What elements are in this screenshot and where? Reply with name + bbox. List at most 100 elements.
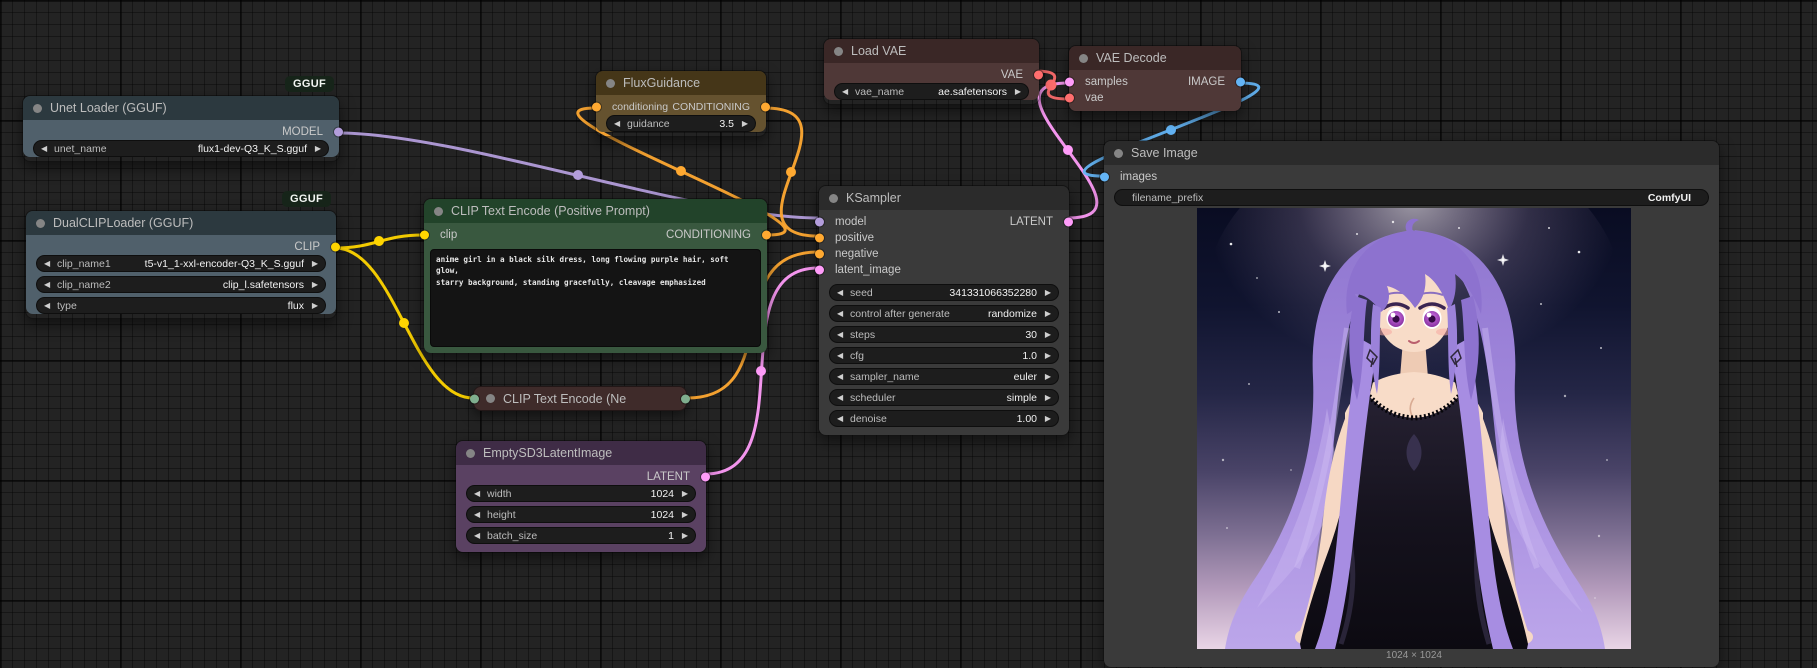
link-midpoint-dot[interactable] bbox=[1063, 145, 1073, 155]
decrement-arrow-icon[interactable] bbox=[41, 145, 50, 153]
output-port-latent[interactable] bbox=[701, 472, 710, 482]
input-port-negative[interactable] bbox=[815, 249, 824, 259]
widget-scheduler[interactable]: scheduler simple bbox=[829, 389, 1059, 406]
output-port-conditioning[interactable] bbox=[762, 230, 771, 240]
node-dual-clip-loader[interactable]: GGUF DualCLIPLoader (GGUF) CLIP clip_nam… bbox=[25, 191, 340, 319]
output-port-clip[interactable] bbox=[331, 242, 340, 252]
node-unet-loader[interactable]: GGUF Unet Loader (GGUF) MODEL unet_name … bbox=[22, 76, 343, 162]
node-header[interactable]: CLIP Text Encode (Positive Prompt) bbox=[424, 199, 767, 223]
increment-arrow-icon[interactable] bbox=[1042, 352, 1051, 360]
output-port-model[interactable] bbox=[334, 127, 343, 137]
link-midpoint-dot[interactable] bbox=[374, 236, 384, 246]
increment-arrow-icon[interactable] bbox=[739, 120, 748, 128]
link-midpoint-dot[interactable] bbox=[756, 366, 766, 376]
decrement-arrow-icon[interactable] bbox=[837, 289, 846, 297]
input-port-samples[interactable] bbox=[1065, 77, 1074, 87]
widget-control-after-generate[interactable]: control after generate randomize bbox=[829, 305, 1059, 322]
collapse-icon[interactable] bbox=[1079, 53, 1088, 63]
increment-arrow-icon[interactable] bbox=[679, 490, 688, 498]
node-header[interactable]: DualCLIPLoader (GGUF) bbox=[26, 211, 336, 235]
node-save-image[interactable]: Save Image images filename_prefix ComfyU… bbox=[1100, 133, 1720, 667]
decrement-arrow-icon[interactable] bbox=[474, 511, 483, 519]
output-port-conditioning[interactable] bbox=[761, 102, 770, 112]
node-header[interactable]: Unet Loader (GGUF) bbox=[23, 96, 339, 120]
decrement-arrow-icon[interactable] bbox=[474, 532, 483, 540]
widget-unet-name[interactable]: unet_name flux1-dev-Q3_K_S.gguf bbox=[33, 140, 329, 157]
link-midpoint-dot[interactable] bbox=[1166, 125, 1176, 135]
widget-cfg[interactable]: cfg 1.0 bbox=[829, 347, 1059, 364]
input-port-images[interactable] bbox=[1100, 172, 1109, 182]
node-flux-guidance[interactable]: FluxGuidance conditioning CONDITIONING g… bbox=[592, 70, 770, 137]
widget-batch-size[interactable]: batch_size 1 bbox=[466, 527, 696, 544]
collapse-icon[interactable] bbox=[829, 193, 838, 203]
decrement-arrow-icon[interactable] bbox=[44, 260, 53, 268]
collapse-icon[interactable] bbox=[434, 206, 443, 216]
link-midpoint-dot[interactable] bbox=[399, 318, 409, 328]
input-port-latent-image[interactable] bbox=[815, 265, 824, 275]
collapse-icon[interactable] bbox=[606, 78, 615, 88]
increment-arrow-icon[interactable] bbox=[679, 532, 688, 540]
prompt-textarea[interactable]: anime girl in a black silk dress, long f… bbox=[430, 249, 761, 347]
increment-arrow-icon[interactable] bbox=[309, 281, 318, 289]
collapse-icon[interactable] bbox=[33, 103, 42, 113]
increment-arrow-icon[interactable] bbox=[309, 260, 318, 268]
widget-denoise[interactable]: denoise 1.00 bbox=[829, 410, 1059, 427]
widget-guidance[interactable]: guidance 3.5 bbox=[606, 115, 756, 132]
increment-arrow-icon[interactable] bbox=[1012, 88, 1021, 96]
decrement-arrow-icon[interactable] bbox=[614, 120, 623, 128]
increment-arrow-icon[interactable] bbox=[1042, 373, 1051, 381]
widget-type[interactable]: type flux bbox=[36, 297, 326, 314]
increment-arrow-icon[interactable] bbox=[1042, 415, 1051, 423]
link-midpoint-dot[interactable] bbox=[676, 166, 686, 176]
decrement-arrow-icon[interactable] bbox=[837, 331, 846, 339]
input-port-vae[interactable] bbox=[1065, 93, 1074, 103]
node-header[interactable]: FluxGuidance bbox=[596, 71, 766, 95]
decrement-arrow-icon[interactable] bbox=[837, 352, 846, 360]
link-midpoint-dot[interactable] bbox=[573, 170, 583, 180]
collapse-icon[interactable] bbox=[466, 448, 475, 458]
widget-width[interactable]: width 1024 bbox=[466, 485, 696, 502]
node-empty-sd3-latent-image[interactable]: EmptySD3LatentImage LATENT width 1024 he… bbox=[455, 440, 710, 553]
node-vae-decode[interactable]: VAE Decode samples IMAGE vae bbox=[1065, 45, 1245, 112]
collapse-icon[interactable] bbox=[486, 394, 495, 403]
output-port-image[interactable] bbox=[1236, 77, 1245, 87]
widget-sampler-name[interactable]: sampler_name euler bbox=[829, 368, 1059, 385]
collapse-icon[interactable] bbox=[834, 46, 843, 56]
node-header[interactable]: VAE Decode bbox=[1069, 46, 1241, 70]
decrement-arrow-icon[interactable] bbox=[837, 394, 846, 402]
increment-arrow-icon[interactable] bbox=[1042, 331, 1051, 339]
increment-arrow-icon[interactable] bbox=[312, 145, 321, 153]
widget-clip-name1[interactable]: clip_name1 t5-v1_1-xxl-encoder-Q3_K_S.gg… bbox=[36, 255, 326, 272]
collapse-icon[interactable] bbox=[1114, 148, 1123, 158]
generated-image-preview[interactable] bbox=[1197, 133, 1631, 649]
decrement-arrow-icon[interactable] bbox=[837, 310, 846, 318]
link-midpoint-dot[interactable] bbox=[786, 167, 796, 177]
increment-arrow-icon[interactable] bbox=[1042, 289, 1051, 297]
node-header[interactable]: Load VAE bbox=[824, 39, 1039, 63]
node-header[interactable]: KSampler bbox=[819, 186, 1069, 210]
widget-vae-name[interactable]: vae_name ae.safetensors bbox=[834, 83, 1029, 100]
decrement-arrow-icon[interactable] bbox=[44, 302, 53, 310]
node-ksampler[interactable]: KSampler model LATENT positive negative … bbox=[815, 185, 1073, 436]
node-load-vae[interactable]: Load VAE VAE vae_name ae.safetensors bbox=[823, 38, 1043, 105]
increment-arrow-icon[interactable] bbox=[679, 511, 688, 519]
output-port-latent[interactable] bbox=[1064, 217, 1073, 227]
input-port-conditioning[interactable] bbox=[592, 102, 601, 112]
decrement-arrow-icon[interactable] bbox=[474, 490, 483, 498]
output-port-vae[interactable] bbox=[1034, 70, 1043, 80]
increment-arrow-icon[interactable] bbox=[309, 302, 318, 310]
link-midpoint-dot[interactable] bbox=[1045, 79, 1057, 91]
widget-filename-prefix[interactable]: filename_prefix ComfyUI bbox=[1114, 189, 1709, 206]
decrement-arrow-icon[interactable] bbox=[837, 373, 846, 381]
node-clip-text-encode-positive[interactable]: CLIP Text Encode (Positive Prompt) clip … bbox=[420, 198, 771, 353]
decrement-arrow-icon[interactable] bbox=[842, 88, 851, 96]
input-port-model[interactable] bbox=[815, 217, 824, 227]
increment-arrow-icon[interactable] bbox=[1042, 394, 1051, 402]
node-header[interactable]: Save Image bbox=[1104, 141, 1719, 165]
widget-clip-name2[interactable]: clip_name2 clip_l.safetensors bbox=[36, 276, 326, 293]
node-header[interactable]: EmptySD3LatentImage bbox=[456, 441, 706, 465]
decrement-arrow-icon[interactable] bbox=[44, 281, 53, 289]
node-clip-text-encode-negative[interactable]: CLIP Text Encode (Ne bbox=[470, 386, 690, 411]
collapsed-input-port[interactable] bbox=[470, 394, 479, 403]
